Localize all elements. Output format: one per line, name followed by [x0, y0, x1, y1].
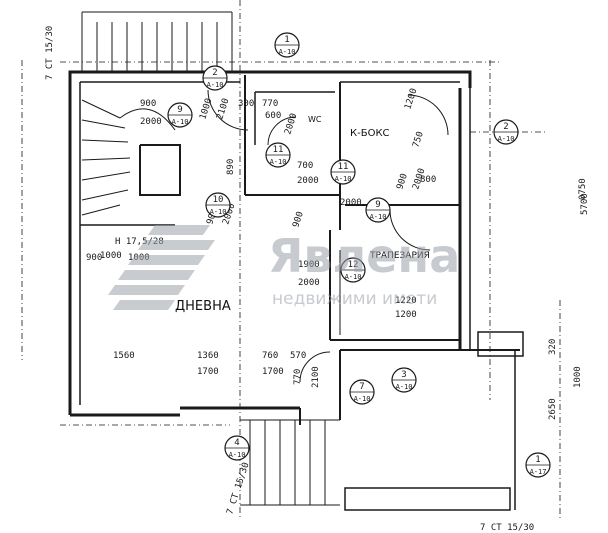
dimension-label: 770: [262, 99, 278, 109]
dimension-label: 770: [293, 369, 303, 385]
dimension-label: 2100: [311, 366, 321, 388]
dimension-label: 1360: [197, 351, 219, 361]
section-mark-ref: А-10: [207, 81, 224, 89]
section-mark: 11А-10: [265, 142, 291, 168]
dimension-label: 600: [265, 111, 281, 121]
section-mark-ref: А-10: [498, 135, 515, 143]
section-mark-number: 9: [375, 200, 380, 210]
section-mark-number: 11: [273, 145, 284, 155]
section-mark-ref: А-10: [279, 48, 296, 56]
section-mark: 9А-10: [167, 102, 193, 128]
section-mark-ref: А-10: [354, 395, 371, 403]
section-mark-number: 4: [234, 438, 239, 448]
section-mark-number: 7: [359, 382, 364, 392]
dimension-label: 1700: [262, 367, 284, 377]
dimension-label: 1000: [100, 251, 122, 261]
room-label-wc: WC: [308, 115, 322, 124]
section-mark-ref: А-17: [530, 468, 547, 476]
dimension-label: 2000: [140, 117, 162, 127]
section-mark-number: 2: [503, 122, 508, 132]
drawing-note: 7 СТ 15/30: [480, 523, 534, 533]
dimension-label: 2000: [340, 198, 362, 208]
section-mark-number: 3: [401, 370, 406, 380]
drawing-note: Н 17,5/28: [115, 237, 164, 247]
section-mark: 7А-10: [349, 379, 375, 405]
room-label-box: К-БОКС: [350, 128, 390, 139]
drawing-note: 0750: [578, 178, 588, 200]
section-mark: 9А-10: [365, 197, 391, 223]
section-mark: 3А-10: [391, 367, 417, 393]
section-mark: 12А-10: [340, 257, 366, 283]
dimension-label: 2000: [297, 176, 319, 186]
room-label-living: ДНЕВНА: [175, 299, 231, 314]
watermark: Явлена недвижими имоти: [108, 225, 460, 310]
section-mark: 1А-10: [274, 32, 300, 58]
dimension-label: 900: [86, 253, 102, 263]
section-mark: 10А-10: [205, 192, 231, 218]
dimension-label: 1200: [395, 310, 417, 320]
dimension-label: 5700: [580, 193, 590, 215]
drawing-note: 7 СТ 15/30: [45, 26, 55, 80]
dimension-label: 1560: [113, 351, 135, 361]
section-mark-number: 12: [348, 260, 359, 270]
room-labels: ДНЕВНА К-БОКС ТРАПЕЗАРИЯ WC: [175, 115, 430, 314]
dimension-label: 1700: [197, 367, 219, 377]
dimension-label: 1000: [573, 366, 583, 388]
section-mark: 2А-10: [493, 119, 519, 145]
dimension-label: 900: [291, 210, 306, 229]
dimension-label: 900: [395, 172, 410, 191]
section-mark-ref: А-10: [210, 208, 227, 216]
section-mark: 4А-10: [224, 435, 250, 461]
axis-lines: [21, 0, 561, 520]
section-mark-ref: А-10: [229, 451, 246, 459]
section-mark-number: 11: [338, 162, 349, 172]
dimension-label: 300: [238, 99, 254, 109]
section-mark-number: 2: [212, 68, 217, 78]
dimension-label: 2000: [298, 278, 320, 288]
section-mark: 11А-10: [330, 159, 356, 185]
section-mark-ref: А-10: [396, 383, 413, 391]
dimension-label: 760: [262, 351, 278, 361]
watermark-brand: Явлена: [268, 229, 460, 283]
dimension-label: 1900: [298, 260, 320, 270]
watermark-tagline: недвижими имоти: [272, 289, 437, 309]
section-mark-number: 1: [535, 455, 540, 465]
room-label-dining: ТРАПЕЗАРИЯ: [369, 251, 430, 261]
section-mark-number: 10: [213, 195, 224, 205]
dimension-label: 570: [290, 351, 306, 361]
section-mark: 2А-10: [202, 65, 228, 91]
section-mark-ref: А-10: [370, 213, 387, 221]
door-arcs: [207, 89, 449, 383]
section-mark-ref: А-10: [172, 118, 189, 126]
dimension-label: 1220: [395, 296, 417, 306]
dimension-label: 750: [411, 130, 426, 149]
watermark-logo-icon: [108, 225, 215, 310]
section-mark-number: 9: [177, 105, 182, 115]
section-mark-number: 1: [284, 35, 289, 45]
dimension-label: 700: [297, 161, 313, 171]
section-mark-ref: А-10: [345, 273, 362, 281]
section-mark-ref: А-10: [270, 158, 287, 166]
dimension-label: 890: [226, 159, 236, 175]
dimension-label: 320: [548, 339, 558, 355]
section-mark: 1А-17: [525, 452, 551, 478]
dimension-label: 900: [140, 99, 156, 109]
dimension-label: 2650: [548, 398, 558, 420]
dimension-label: 800: [420, 175, 436, 185]
section-mark-ref: А-10: [335, 175, 352, 183]
